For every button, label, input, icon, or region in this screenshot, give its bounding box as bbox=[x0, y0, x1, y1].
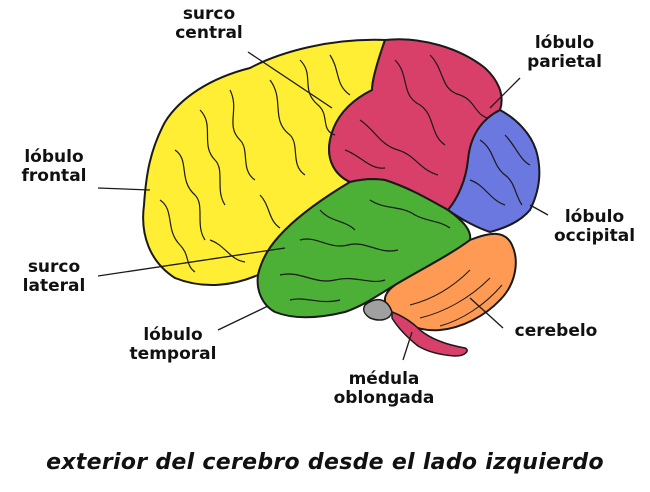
label-lobulo-parietal: lóbulo parietal bbox=[512, 34, 617, 72]
label-surco-central-line2: central bbox=[175, 23, 243, 43]
medulla-region bbox=[391, 310, 468, 357]
leader-lobulo-frontal bbox=[97, 187, 151, 191]
label-surco-lateral: surco lateral bbox=[10, 258, 98, 296]
label-lobulo-occipital: lóbulo occipital bbox=[542, 208, 647, 246]
temporal-lobe-region bbox=[256, 178, 472, 319]
cerebellum-region bbox=[383, 232, 517, 332]
label-cerebelo-text: cerebelo bbox=[514, 321, 598, 341]
label-surco-lateral-line1: surco bbox=[27, 257, 81, 277]
label-medula-oblongada: médula oblongada bbox=[318, 370, 450, 408]
label-medula-oblongada-line1: médula bbox=[348, 369, 420, 389]
leader-cerebelo bbox=[469, 297, 504, 329]
leader-surco-central bbox=[247, 51, 333, 109]
leader-lobulo-occipital bbox=[529, 204, 549, 216]
diagram-caption: exterior del cerebro desde el lado izqui… bbox=[46, 450, 604, 475]
cerebellum-folia bbox=[409, 269, 503, 327]
label-lobulo-temporal-line1: lóbulo bbox=[143, 325, 203, 345]
label-lobulo-occipital-line1: lóbulo bbox=[564, 207, 625, 227]
leader-medula-oblongada bbox=[402, 331, 413, 361]
label-surco-central-line1: surco bbox=[182, 4, 236, 24]
label-lobulo-occipital-line2: occipital bbox=[553, 226, 636, 246]
label-lobulo-parietal-line1: lóbulo bbox=[534, 33, 595, 53]
pons-region bbox=[362, 298, 393, 321]
gyri-texture bbox=[159, 54, 531, 303]
occipital-lobe-region bbox=[446, 108, 541, 234]
label-medula-oblongada-line2: oblongada bbox=[333, 388, 435, 408]
label-lobulo-temporal-line2: temporal bbox=[129, 344, 217, 364]
label-lobulo-frontal-line1: lóbulo bbox=[24, 147, 84, 167]
leader-lines bbox=[97, 51, 549, 361]
label-lobulo-temporal: lóbulo temporal bbox=[118, 326, 228, 364]
label-lobulo-frontal-line2: frontal bbox=[21, 166, 87, 186]
label-lobulo-frontal: lóbulo frontal bbox=[8, 148, 100, 186]
leader-lobulo-parietal bbox=[489, 77, 521, 109]
label-cerebelo: cerebelo bbox=[498, 322, 614, 341]
label-lobulo-parietal-line2: parietal bbox=[527, 52, 602, 72]
label-surco-central: surco central bbox=[168, 5, 250, 43]
label-surco-lateral-line2: lateral bbox=[22, 276, 86, 296]
leader-surco-lateral bbox=[97, 247, 286, 277]
leader-lobulo-temporal bbox=[217, 305, 269, 331]
